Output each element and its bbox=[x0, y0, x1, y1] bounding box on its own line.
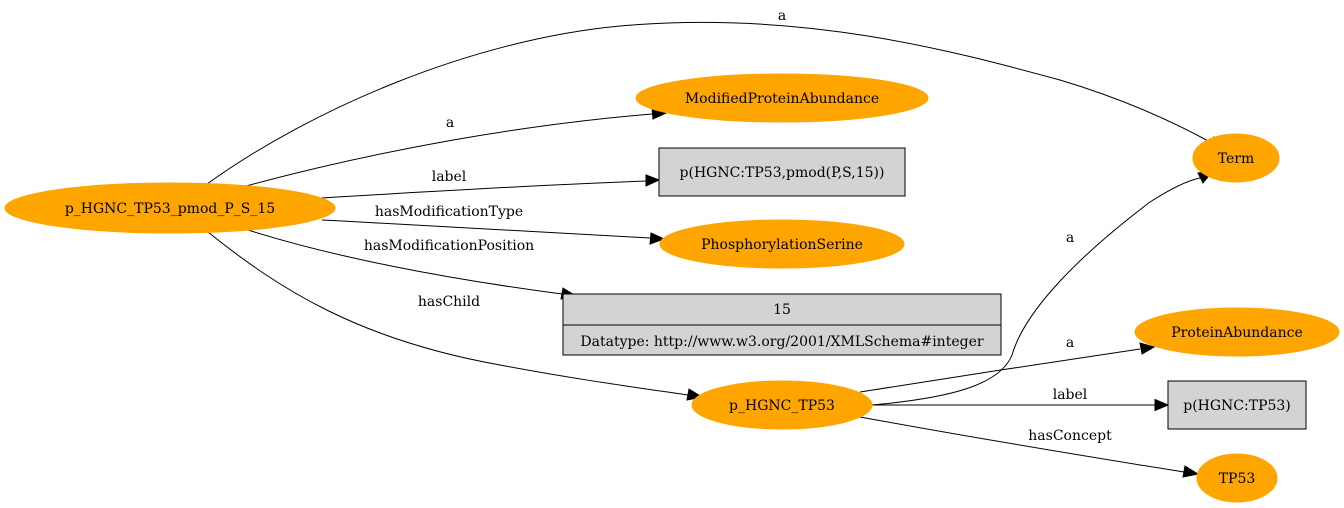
edge-tp53-to-label: label bbox=[873, 387, 1170, 412]
literal-tp53-label[interactable]: p(HGNC:TP53) bbox=[1167, 380, 1307, 430]
svg-text:PhosphorylationSerine: PhosphorylationSerine bbox=[701, 237, 863, 253]
edge-pmod-to-modified: a bbox=[245, 107, 668, 187]
svg-text:ProteinAbundance: ProteinAbundance bbox=[1171, 325, 1303, 341]
edge-label: a bbox=[1066, 230, 1074, 246]
edge-pmod-to-modtype: hasModificationType bbox=[321, 204, 666, 245]
literal-pmod-label[interactable]: p(HGNC:TP53,pmod(P,S,15)) bbox=[658, 147, 906, 197]
edge-label: label bbox=[432, 169, 467, 185]
svg-text:TP53: TP53 bbox=[1219, 471, 1256, 487]
svg-text:Term: Term bbox=[1218, 151, 1255, 167]
edge-pmod-to-position: hasModificationPosition bbox=[247, 229, 578, 300]
edge-label: a bbox=[1066, 335, 1074, 351]
edge-label: a bbox=[778, 8, 786, 24]
node-p-hgnc-tp53-pmod[interactable]: p_HGNC_TP53_pmod_P_S_15 bbox=[4, 182, 336, 234]
edge-label: hasConcept bbox=[1028, 428, 1112, 444]
edge-tp53-to-protein-abundance: a bbox=[859, 335, 1156, 393]
edge-label: hasModificationType bbox=[375, 204, 523, 220]
position-value: 15 bbox=[773, 302, 791, 318]
node-p-hgnc-tp53[interactable]: p_HGNC_TP53 bbox=[691, 380, 873, 430]
position-datatype: Datatype: http://www.w3.org/2001/XMLSche… bbox=[580, 334, 983, 350]
edge-pmod-to-label: label bbox=[321, 169, 661, 199]
edge-tp53-to-concept: hasConcept bbox=[859, 416, 1200, 478]
svg-text:p_HGNC_TP53_pmod_P_S_15: p_HGNC_TP53_pmod_P_S_15 bbox=[65, 201, 275, 217]
edge-label: label bbox=[1053, 387, 1088, 403]
edge-label: a bbox=[446, 115, 454, 131]
svg-text:p(HGNC:TP53): p(HGNC:TP53) bbox=[1183, 398, 1291, 414]
literal-modification-position[interactable]: 15 Datatype: http://www.w3.org/2001/XMLS… bbox=[562, 293, 1002, 356]
node-modified-protein-abundance[interactable]: ModifiedProteinAbundance bbox=[635, 73, 929, 123]
node-protein-abundance[interactable]: ProteinAbundance bbox=[1134, 307, 1340, 357]
node-tp53[interactable]: TP53 bbox=[1196, 453, 1278, 503]
edge-label: hasChild bbox=[418, 294, 480, 310]
svg-text:p_HGNC_TP53: p_HGNC_TP53 bbox=[729, 398, 835, 414]
edge-label: hasModificationPosition bbox=[364, 238, 534, 254]
node-phosphorylation-serine[interactable]: PhosphorylationSerine bbox=[659, 219, 905, 269]
node-term[interactable]: Term bbox=[1192, 133, 1280, 183]
svg-text:p(HGNC:TP53,pmod(P,S,15)): p(HGNC:TP53,pmod(P,S,15)) bbox=[680, 165, 885, 181]
edge-tp53-to-term: a bbox=[871, 171, 1214, 406]
svg-text:ModifiedProteinAbundance: ModifiedProteinAbundance bbox=[685, 91, 879, 107]
